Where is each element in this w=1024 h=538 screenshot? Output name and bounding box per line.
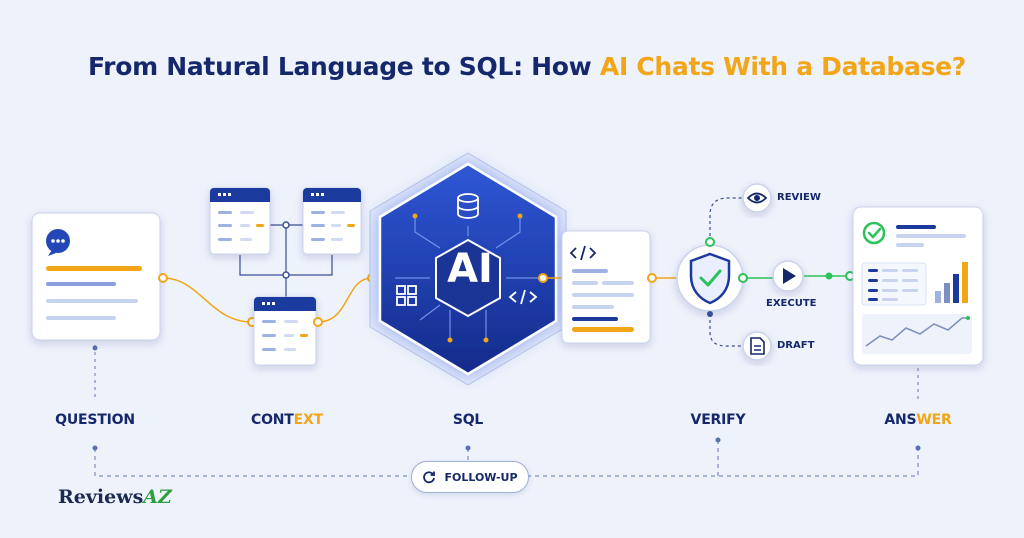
follow-up-label: FOLLOW-UP bbox=[444, 470, 518, 484]
context-table-bottom-rows bbox=[262, 302, 308, 351]
play-icon bbox=[783, 268, 796, 284]
review-label: REVIEW bbox=[777, 192, 821, 203]
context-table-left-rows bbox=[218, 193, 264, 241]
brand-name: Reviews bbox=[58, 486, 144, 508]
answer-line bbox=[896, 225, 936, 229]
follow-up-pill[interactable]: FOLLOW-UP bbox=[411, 461, 529, 493]
code-tag-icon bbox=[569, 245, 597, 261]
database-icon bbox=[457, 193, 479, 219]
title-highlight: AI Chats With a Database? bbox=[599, 52, 967, 81]
flow-node bbox=[313, 317, 323, 327]
ai-label: AI bbox=[447, 246, 493, 292]
answer-table bbox=[861, 262, 927, 306]
shield-icon bbox=[689, 252, 731, 305]
stage-label-context-part: CONT bbox=[251, 412, 294, 428]
answer-bar-chart bbox=[935, 262, 968, 303]
stage-label-context: CONTEXT bbox=[251, 412, 323, 428]
ai-circuit-lines bbox=[395, 216, 540, 340]
brand-suffix: AZ bbox=[143, 486, 172, 508]
check-circle-icon bbox=[862, 221, 886, 245]
context-table-left bbox=[209, 187, 271, 255]
question-line bbox=[46, 282, 116, 286]
flow-node bbox=[158, 273, 168, 283]
flow-line bbox=[317, 277, 373, 323]
page-title: From Natural Language to SQL: How AI Cha… bbox=[88, 52, 988, 81]
context-tree-nodes bbox=[282, 221, 290, 279]
code-icon bbox=[508, 289, 538, 305]
stage-label-answer-highlight: WER bbox=[916, 412, 952, 428]
flow-node bbox=[705, 237, 715, 247]
ai-inner-ring bbox=[435, 238, 501, 318]
flow-line bbox=[162, 277, 253, 323]
sql-card bbox=[561, 230, 651, 344]
question-line bbox=[46, 299, 138, 303]
flow-node bbox=[825, 272, 833, 280]
loop-nodes bbox=[92, 437, 921, 451]
draft-label: DRAFT bbox=[777, 340, 815, 351]
flow-node bbox=[647, 273, 657, 283]
eye-icon bbox=[746, 192, 768, 204]
stage-label-context-highlight: EXT bbox=[293, 412, 324, 428]
flow-node bbox=[538, 273, 548, 283]
context-table-right-rows bbox=[311, 193, 355, 241]
flow-node bbox=[707, 311, 713, 317]
stage-label-question: QUESTION bbox=[55, 412, 135, 428]
ai-circuit-nodes bbox=[412, 213, 523, 343]
verify-branches bbox=[709, 197, 742, 347]
title-main: From Natural Language to SQL: How bbox=[88, 52, 600, 81]
question-node bbox=[92, 345, 98, 351]
answer-line bbox=[896, 243, 924, 247]
brand-logo: ReviewsAZ bbox=[58, 486, 172, 508]
blocks-icon bbox=[396, 285, 417, 306]
stage-label-answer: ANSWER bbox=[884, 412, 951, 428]
document-icon bbox=[750, 337, 765, 355]
refresh-icon bbox=[423, 471, 436, 484]
flow-node bbox=[738, 273, 748, 283]
context-table-bottom bbox=[253, 296, 317, 366]
execute-label: EXECUTE bbox=[766, 298, 817, 309]
sql-code-lines bbox=[572, 269, 634, 332]
stage-label-answer-part: ANS bbox=[884, 412, 917, 428]
chat-icon bbox=[46, 229, 70, 256]
stage-label-verify: VERIFY bbox=[690, 412, 746, 428]
answer-line-chart bbox=[862, 314, 972, 354]
stage-connectors bbox=[94, 345, 919, 400]
answer-line bbox=[896, 234, 966, 238]
stage-label-sql: SQL bbox=[452, 412, 484, 428]
question-line bbox=[46, 266, 142, 271]
question-line bbox=[46, 316, 116, 320]
context-table-right bbox=[302, 187, 362, 255]
